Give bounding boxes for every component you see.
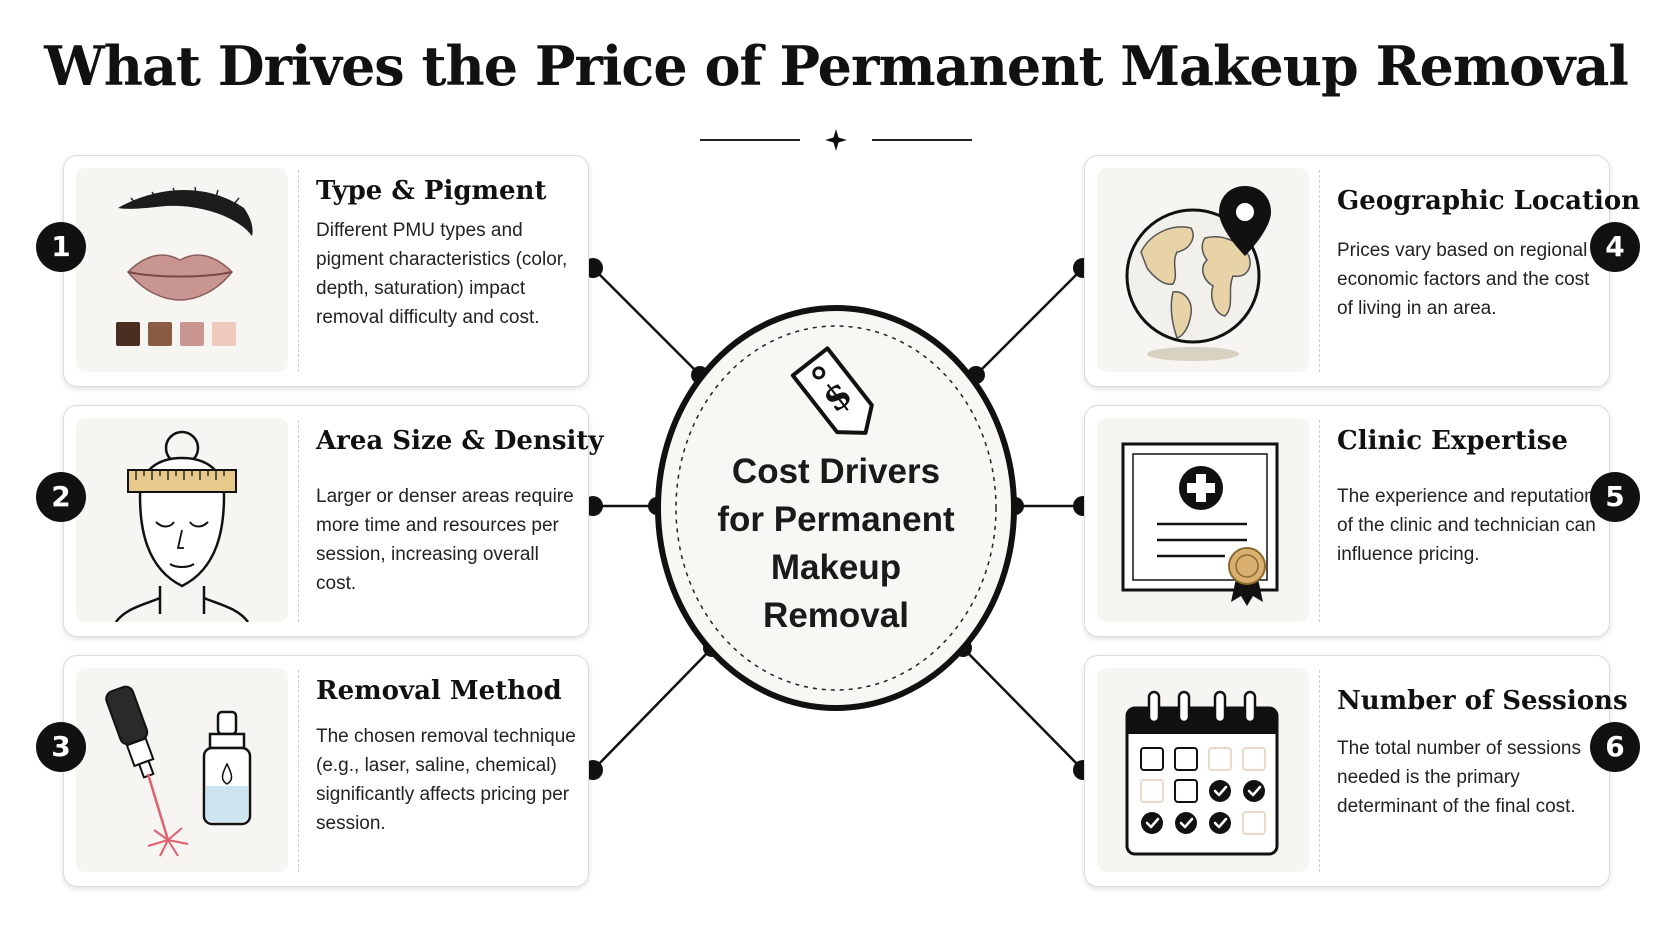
factor-title: Clinic Expertise bbox=[1337, 426, 1568, 456]
factor-title: Removal Method bbox=[316, 676, 562, 706]
factor-title: Number of Sessions bbox=[1337, 686, 1628, 716]
center-title-line: Makeup bbox=[770, 548, 902, 587]
price-tag-dollar-icon: $ bbox=[790, 346, 874, 435]
icon-panel bbox=[76, 418, 288, 622]
factor-description: The experience and reputation of the cli… bbox=[1337, 486, 1596, 565]
factor-title: Type & Pigment bbox=[316, 176, 547, 206]
factor-card-number-of-sessions: Number of Sessions The total number of s… bbox=[1084, 655, 1628, 887]
factor-description: The total number of sessions needed is t… bbox=[1337, 738, 1581, 817]
factor-title: Area Size & Density bbox=[316, 426, 604, 456]
factor-number-badge: 2 bbox=[36, 472, 86, 522]
factor-number-badge: 4 bbox=[1590, 222, 1640, 272]
center-title-line: Removal bbox=[763, 596, 909, 635]
factor-card-geographic-location: Geographic Location Prices vary based on… bbox=[1084, 155, 1640, 387]
icon-panel bbox=[76, 668, 288, 872]
factor-card-area-size: Area Size & Density Larger or denser are… bbox=[63, 405, 603, 637]
brow-lips-swatches-icon bbox=[116, 186, 253, 346]
sparkle-icon bbox=[825, 129, 847, 151]
factor-number-badge: 1 bbox=[36, 222, 86, 272]
factor-description: The chosen removal technique (e.g., lase… bbox=[316, 726, 576, 834]
factor-number-badge: 5 bbox=[1590, 472, 1640, 522]
icon-panel bbox=[76, 168, 288, 372]
calendar-checkmarks-icon bbox=[1125, 690, 1279, 856]
factor-card-type-pigment: Type & Pigment Different PMU types and p… bbox=[63, 155, 589, 387]
laser-and-dropper-icon bbox=[105, 685, 252, 857]
center-title: Cost Drivers for Permanent Makeup Remova… bbox=[690, 448, 982, 640]
center-title-line: for Permanent bbox=[717, 500, 955, 539]
factor-description: Different PMU types and pigment characte… bbox=[316, 220, 568, 328]
factor-card-clinic-expertise: Clinic Expertise The experience and repu… bbox=[1084, 405, 1610, 637]
icon-panel bbox=[1097, 168, 1309, 372]
factor-card-removal-method: Removal Method The chosen removal techni… bbox=[63, 655, 589, 887]
globe-location-pin-icon bbox=[1125, 186, 1271, 361]
icon-panel bbox=[1097, 418, 1309, 622]
icon-panel bbox=[1097, 668, 1309, 872]
title-divider bbox=[700, 128, 972, 152]
center-title-line: Cost Drivers bbox=[731, 452, 941, 491]
center-hub bbox=[655, 305, 1017, 711]
factor-number-badge: 3 bbox=[36, 722, 86, 772]
factor-description: Larger or denser areas require more time… bbox=[316, 486, 574, 594]
medical-certificate-icon bbox=[1121, 442, 1279, 606]
factor-title: Geographic Location bbox=[1337, 186, 1641, 216]
face-measuring-tape-icon bbox=[114, 430, 250, 622]
factor-number-badge: 6 bbox=[1590, 722, 1640, 772]
page-title: What Drives the Price of Permanent Makeu… bbox=[44, 34, 1629, 98]
factor-description: Prices vary based on regional economic f… bbox=[1337, 240, 1590, 319]
